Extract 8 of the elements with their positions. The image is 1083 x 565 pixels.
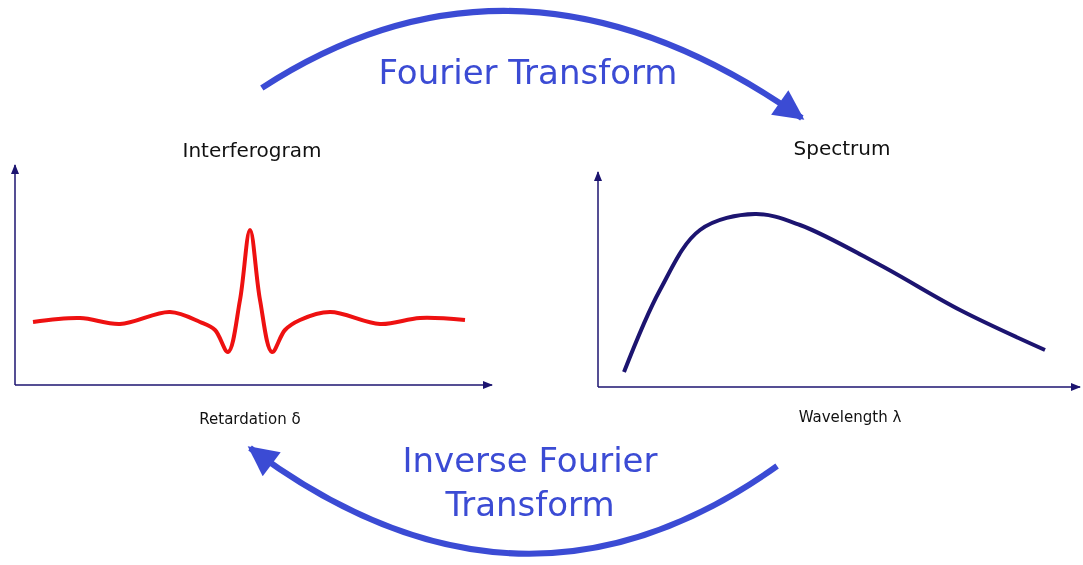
curved-arrow — [247, 445, 779, 557]
axis-label: Retardation δ — [199, 410, 301, 428]
edge-label: Inverse Fourier Transform — [401, 439, 659, 526]
plot-title: Interferogram — [182, 138, 322, 162]
axis-label: Wavelength λ — [798, 408, 902, 426]
plot-title: Spectrum — [793, 136, 891, 160]
curved-arrow — [260, 8, 805, 121]
edge-label: Fourier Transform — [378, 51, 678, 94]
